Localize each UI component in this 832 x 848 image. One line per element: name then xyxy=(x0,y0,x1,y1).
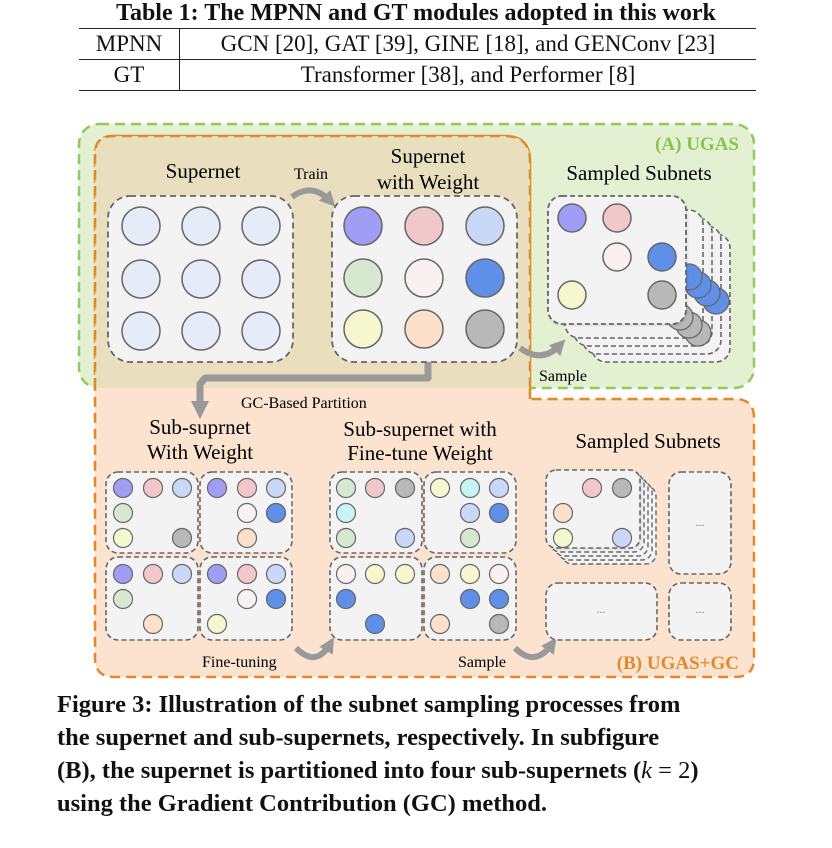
fine-tuning-arrow xyxy=(293,637,334,660)
sub-supernet-title-2: With Weight xyxy=(147,440,253,464)
sample-a-arrow xyxy=(518,339,566,359)
caption-text: ) xyxy=(690,757,699,784)
ugas-label: (A) UGAS xyxy=(655,134,739,155)
sampled-subnet-a-nodes xyxy=(557,203,677,310)
supernet-weight-panel xyxy=(331,195,518,363)
table-cell-name: MPNN xyxy=(79,28,180,60)
table-title: Table 1: The MPNN and GT modules adopted… xyxy=(116,0,716,26)
caption-line: Figure 3: Illustration of the subnet sam… xyxy=(57,691,681,718)
modules-table: MPNN GCN [20], GAT [39], GINE [18], and … xyxy=(79,28,756,91)
supernet-nodes xyxy=(121,206,281,351)
gc-partition-label: GC-Based Partition xyxy=(241,395,367,412)
supernet-weight-title-2: with Weight xyxy=(377,170,479,194)
placeholder-subnet xyxy=(668,582,732,641)
supernet-title: Supernet xyxy=(166,159,241,183)
caption-text: (B), the supernet is partitioned into fo… xyxy=(57,757,642,784)
placeholder-subnet xyxy=(545,582,658,641)
table-cell-value: Transformer [38], and Performer [8] xyxy=(179,59,756,91)
ugas-gc-label: (B) UGAS+GC xyxy=(617,653,739,674)
ellipsis-label: ... xyxy=(597,602,606,616)
placeholder-subnet xyxy=(668,471,732,575)
sub-supernet-title-1: Sub-suprnet xyxy=(149,415,251,439)
sampled-subnets-a-stack xyxy=(547,195,731,363)
ellipsis-label: ... xyxy=(696,602,705,616)
train-arrow xyxy=(290,187,336,207)
train-label: Train xyxy=(294,166,328,183)
sub-supernet-panels xyxy=(105,471,293,641)
sampled-subnets-b: ... ... ... xyxy=(545,469,732,641)
caption-line: (B), the supernet is partitioned into fo… xyxy=(57,754,787,787)
figure-3-diagram: (A) UGAS (B) UGAS+GC Supernet Train Supe… xyxy=(77,122,756,679)
supernet-weight-title-1: Supernet xyxy=(391,144,466,168)
sampled-subnets-a-title: Sampled Subnets xyxy=(566,161,711,185)
fine-tuning-label: Fine-tuning xyxy=(202,654,277,671)
caption-math-k: k xyxy=(641,757,653,784)
caption-math-eq: = 2 xyxy=(652,757,691,784)
sample-b-label: Sample xyxy=(458,654,506,671)
finetune-title-1: Sub-supernet with xyxy=(343,417,497,441)
finetune-title-2: Fine-tune Weight xyxy=(347,441,493,465)
table-cell-name: GT xyxy=(79,59,180,91)
table-row: MPNN GCN [20], GAT [39], GINE [18], and … xyxy=(79,28,756,60)
ugas-gc-border-top xyxy=(93,134,532,399)
supernet-panel xyxy=(107,195,294,363)
sampled-subnets-b-title: Sampled Subnets xyxy=(575,429,720,453)
caption-line: the supernet and sub-supernets, respecti… xyxy=(57,724,660,751)
table-row: GT Transformer [38], and Performer [8] xyxy=(79,59,756,91)
ellipsis-label: ... xyxy=(696,515,705,529)
sample-a-label: Sample xyxy=(539,368,587,385)
table-cell-value: GCN [20], GAT [39], GINE [18], and GENCo… xyxy=(179,28,756,60)
sample-b-arrow xyxy=(512,637,557,660)
supernet-weight-nodes xyxy=(343,206,505,349)
caption-line: using the Gradient Contribution (GC) met… xyxy=(57,790,548,817)
gc-partition-arrow xyxy=(190,362,432,420)
figure-caption: Figure 3: Illustration of the subnet sam… xyxy=(57,688,787,820)
finetune-panels xyxy=(329,471,517,641)
